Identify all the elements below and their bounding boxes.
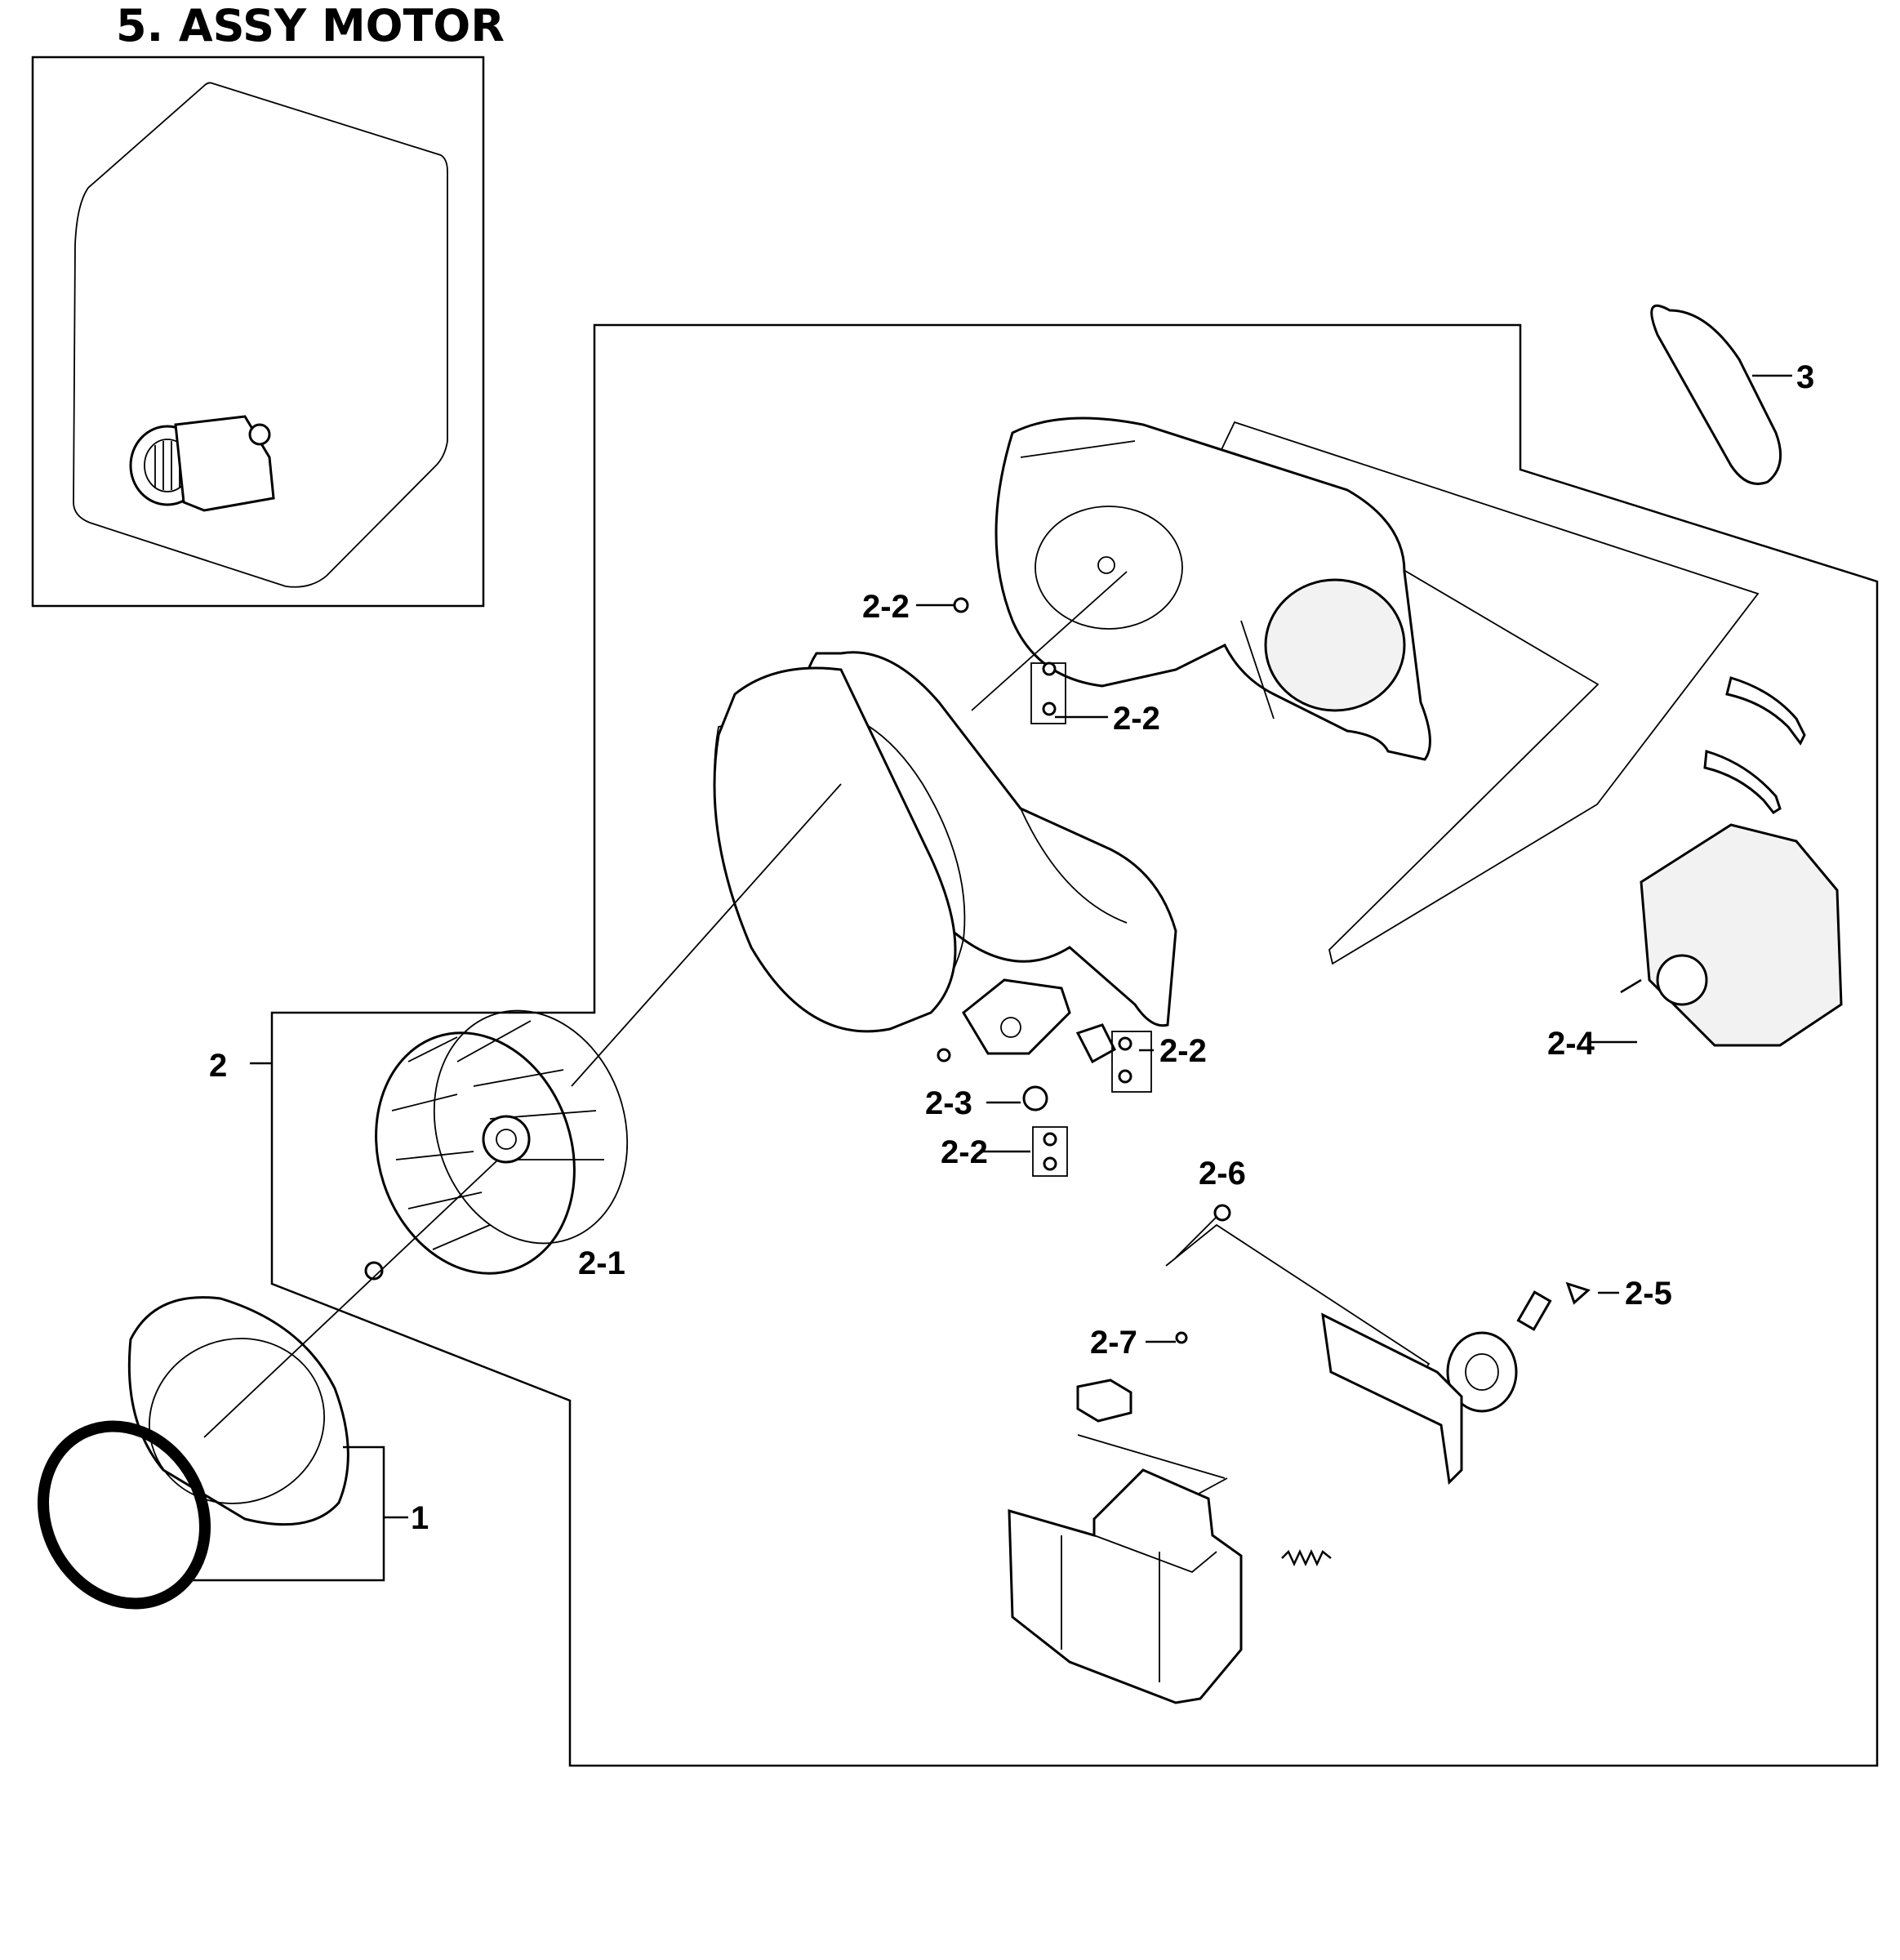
tension-spring (1281, 1549, 1332, 1566)
callout-label-2-1: 2-1 (578, 1245, 625, 1281)
idler-shaft (1516, 1290, 1552, 1331)
diagram-title: 5. ASSY MOTOR (116, 0, 505, 51)
screw-icon (1118, 1069, 1132, 1084)
motor-clamp-lower (1703, 750, 1782, 814)
callout-label-2-2-rear-housing: 2-2 (862, 589, 910, 625)
retainer-nut (364, 1261, 384, 1281)
screw-icon (953, 597, 969, 613)
callout-label-3: 3 (1796, 359, 1814, 395)
screw-icon (1213, 1204, 1231, 1222)
drive-belt (1650, 304, 1782, 485)
switch-component (1076, 1379, 1132, 1423)
motor-clamp-upper (1725, 676, 1806, 746)
blower-wheel (375, 1009, 629, 1275)
roller-bracket (962, 978, 1071, 1055)
front-blower-housing (713, 651, 1177, 1033)
drive-motor (1620, 823, 1843, 1047)
callout-label-1: 1 (411, 1500, 429, 1536)
callout-label-2-5: 2-5 (1625, 1276, 1672, 1312)
gasket-ring (38, 1420, 211, 1610)
inset-motor-assembly-icon (129, 415, 275, 512)
overview-inset (31, 56, 485, 608)
callout-label-2-2-roller-screws: 2-2 (941, 1134, 988, 1170)
callout-label-2-4: 2-4 (1547, 1026, 1595, 1062)
callout-label-2: 2 (209, 1048, 227, 1084)
callout-label-2-2-sensor-screws: 2-2 (1159, 1033, 1207, 1069)
callout-label-2-6: 2-6 (1199, 1156, 1246, 1192)
screw-icon (1042, 662, 1057, 676)
callout-label-2-7: 2-7 (1090, 1325, 1137, 1361)
idler-arm (1321, 1312, 1463, 1486)
screw-icon (1175, 1331, 1188, 1344)
rear-blower-housing (994, 416, 1431, 761)
screw-icon (1118, 1036, 1132, 1051)
motor-mount-bracket (1008, 1468, 1243, 1704)
wedge-icon (1565, 1281, 1591, 1305)
callout-leaders (188, 374, 1792, 1582)
callout-label-2-2-housing-screws: 2-2 (1113, 701, 1160, 737)
idler-pulley (1446, 1331, 1518, 1413)
sensor-bracket (1075, 1023, 1116, 1064)
screw-icon (1042, 702, 1057, 716)
screw-icon (1043, 1156, 1057, 1171)
assembly-boundary (270, 323, 1879, 1767)
callout-label-2-3: 2-3 (925, 1085, 972, 1121)
roller (1022, 1085, 1048, 1111)
screw-icon (1043, 1132, 1057, 1147)
screw-icon (937, 1048, 951, 1062)
